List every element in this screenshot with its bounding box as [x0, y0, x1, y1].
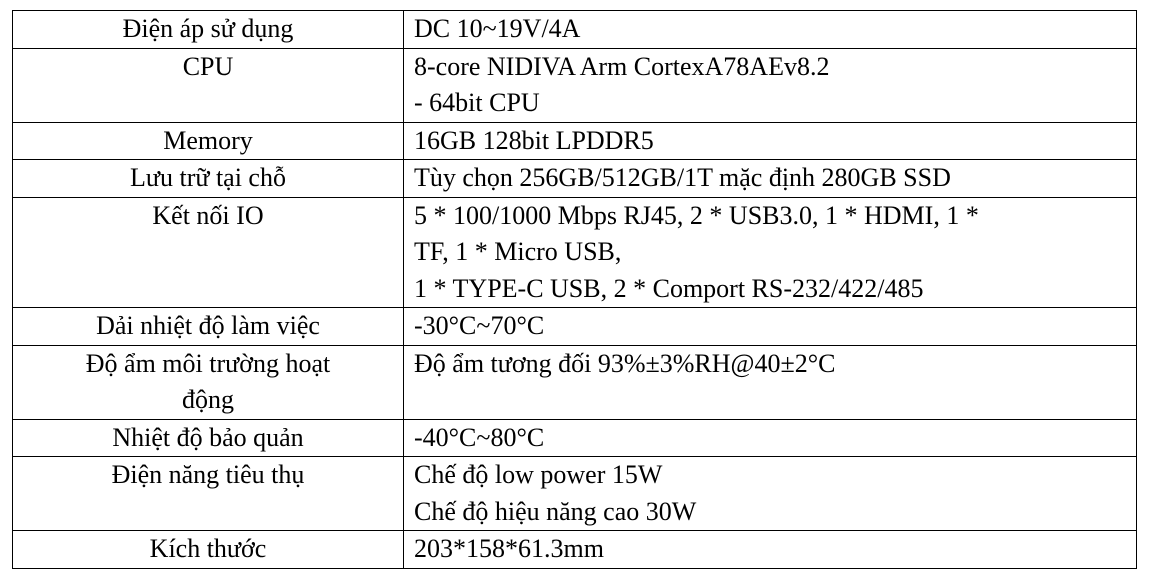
spec-label: Dải nhiệt độ làm việc	[12, 307, 404, 346]
spec-label: Lưu trữ tại chỗ	[12, 159, 404, 198]
spec-value-line: 8-core NIDIVA Arm CortexA78AEv8.2	[414, 51, 830, 81]
spec-label: Kích thước	[12, 530, 404, 569]
spec-label: Nhiệt độ bảo quản	[12, 418, 404, 457]
spec-value-line: 1 * TYPE-C USB, 2 * Comport RS-232/422/4…	[414, 273, 924, 303]
spec-label: Kết nối IO	[12, 196, 404, 308]
spec-value-line: -40°C~80°C	[414, 422, 545, 452]
spec-label-line: Độ ẩm môi trường hoạt	[85, 348, 331, 378]
table-row: Lưu trữ tại chỗ Tùy chọn 256GB/512GB/1T …	[12, 159, 1137, 198]
spec-value: 5 * 100/1000 Mbps RJ45, 2 * USB3.0, 1 * …	[403, 196, 1137, 308]
table-row: Dải nhiệt độ làm việc -30°C~70°C	[12, 307, 1137, 346]
table-row: Điện năng tiêu thụ Chế độ low power 15W …	[12, 456, 1137, 531]
spec-label-line: động	[182, 385, 234, 414]
spec-value: 16GB 128bit LPDDR5	[403, 121, 1137, 160]
table-row: Kết nối IO 5 * 100/1000 Mbps RJ45, 2 * U…	[12, 196, 1137, 308]
spec-value-line: 203*158*61.3mm	[414, 534, 604, 563]
spec-value-line: 16GB 128bit LPDDR5	[414, 125, 654, 155]
spec-value-line: Chế độ low power 15W	[414, 460, 663, 489]
spec-value: -30°C~70°C	[403, 307, 1137, 346]
spec-value-line: Độ ẩm tương đối 93%±3%RH@40±2°C	[414, 348, 836, 378]
spec-value-line: - 64bit CPU	[414, 88, 540, 117]
spec-value: -40°C~80°C	[403, 418, 1137, 457]
spec-value-line: Tùy chọn 256GB/512GB/1T mặc định 280GB S…	[414, 163, 951, 192]
spec-value: 8-core NIDIVA Arm CortexA78AEv8.2 - 64bi…	[403, 47, 1137, 123]
spec-label: Điện năng tiêu thụ	[12, 456, 404, 531]
spec-label: Điện áp sử dụng	[12, 10, 404, 49]
table-row: Điện áp sử dụng DC 10~19V/4A	[12, 10, 1137, 49]
spec-value: Tùy chọn 256GB/512GB/1T mặc định 280GB S…	[403, 159, 1137, 198]
spec-value-line: -30°C~70°C	[414, 311, 545, 340]
spec-label: Memory	[12, 121, 404, 160]
spec-value-line: 5 * 100/1000 Mbps RJ45, 2 * USB3.0, 1 * …	[414, 200, 979, 230]
table-row: Kích thước 203*158*61.3mm	[12, 530, 1137, 569]
table-row: Memory 16GB 128bit LPDDR5	[12, 121, 1137, 160]
spec-value: 203*158*61.3mm	[403, 530, 1137, 569]
spec-value-line: TF, 1 * Micro USB,	[414, 237, 622, 266]
spec-label: CPU	[12, 47, 404, 123]
table-row: Nhiệt độ bảo quản -40°C~80°C	[12, 418, 1137, 457]
spec-value: DC 10~19V/4A	[403, 10, 1137, 49]
table-row: Độ ẩm môi trường hoạt động Độ ẩm tương đ…	[12, 344, 1137, 420]
spec-table: Điện áp sử dụng DC 10~19V/4A CPU 8-core …	[12, 10, 1137, 569]
spec-value-line: Chế độ hiệu năng cao 30W	[414, 496, 697, 526]
table-row: CPU 8-core NIDIVA Arm CortexA78AEv8.2 - …	[12, 47, 1137, 123]
spec-value: Chế độ low power 15W Chế độ hiệu năng ca…	[403, 456, 1137, 531]
spec-value: Độ ẩm tương đối 93%±3%RH@40±2°C	[403, 344, 1137, 420]
spec-label: Độ ẩm môi trường hoạt động	[12, 344, 404, 420]
spec-value-line: DC 10~19V/4A	[414, 14, 581, 43]
